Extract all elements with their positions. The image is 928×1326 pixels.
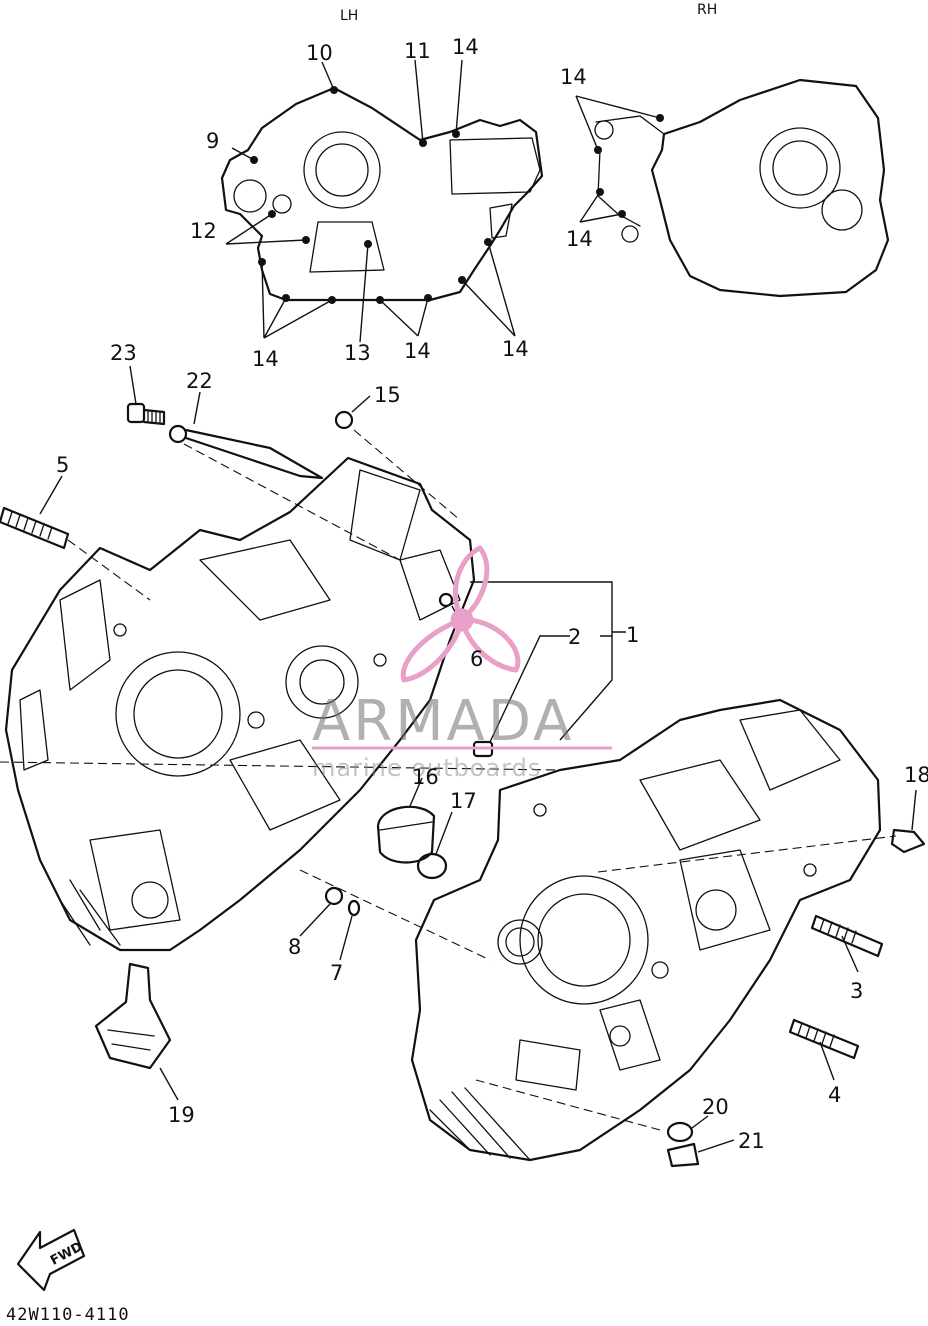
callout-20: 20 [702, 1095, 729, 1119]
diagram-reference-code: 42W110-4110 [6, 1305, 130, 1325]
callout-14-b: 14 [560, 65, 587, 89]
alignment-lines [0, 429, 897, 1131]
callout-16: 16 [412, 765, 439, 789]
callout-10: 10 [306, 41, 333, 65]
callout-9: 9 [206, 129, 219, 153]
callout-3: 3 [850, 979, 863, 1003]
oil-pipe-22 [168, 391, 324, 480]
callout-14-f: 14 [502, 337, 529, 361]
callout-14-e: 14 [404, 339, 431, 363]
plate-21 [666, 1139, 735, 1168]
stud-3 [810, 914, 884, 973]
bracket-18 [890, 789, 926, 854]
oil-filter-cap-16 [376, 777, 436, 864]
rh-header: RH [697, 2, 717, 18]
callout-14-d: 14 [252, 347, 279, 371]
callout-15: 15 [374, 383, 401, 407]
callout-1: 1 [626, 623, 639, 647]
callout-4: 4 [828, 1083, 841, 1107]
callout-5: 5 [56, 453, 69, 477]
rh-gasket [594, 78, 890, 298]
watermark-brand: ARMADA [312, 689, 574, 754]
washer-7 [339, 899, 361, 961]
oil-strainer-19 [94, 962, 179, 1101]
callout-23: 23 [110, 341, 137, 365]
fwd-arrow: FWD [16, 1228, 85, 1292]
plug-8 [299, 886, 344, 937]
callout-7: 7 [330, 961, 343, 985]
lh-gasket [220, 86, 544, 304]
callout-13: 13 [344, 341, 371, 365]
callout-21: 21 [738, 1129, 765, 1153]
stud-5 [0, 475, 70, 550]
armada-watermark: ARMADA marine outboards [312, 545, 612, 782]
callout-6: 6 [470, 647, 483, 671]
callout-22: 22 [186, 369, 213, 393]
callout-numbers: 1 2 3 4 5 6 7 8 9 10 11 12 13 14 14 14 1… [56, 35, 928, 1153]
callout-14-c: 14 [566, 227, 593, 251]
callout-11: 11 [404, 39, 431, 63]
o-ring-17 [416, 811, 453, 880]
plug-20 [666, 1115, 709, 1143]
watermark-tagline: marine outboards [312, 754, 541, 782]
plug-15 [334, 395, 371, 430]
bolt-23 [126, 365, 166, 426]
rh-gasket-leaders [575, 95, 661, 223]
right-crankcase [410, 698, 882, 1162]
propeller-logo-icon [400, 545, 521, 683]
callout-2: 2 [568, 625, 581, 649]
callout-14-a: 14 [452, 35, 479, 59]
callout-18: 18 [904, 763, 928, 787]
callout-8: 8 [288, 935, 301, 959]
assembly-bracket-1 [470, 581, 626, 741]
callout-12: 12 [190, 219, 217, 243]
stud-4 [788, 1018, 860, 1081]
callout-19: 19 [168, 1103, 195, 1127]
lh-gasket-leaders [225, 59, 516, 343]
callout-17: 17 [450, 789, 477, 813]
lh-header: LH [340, 8, 358, 24]
